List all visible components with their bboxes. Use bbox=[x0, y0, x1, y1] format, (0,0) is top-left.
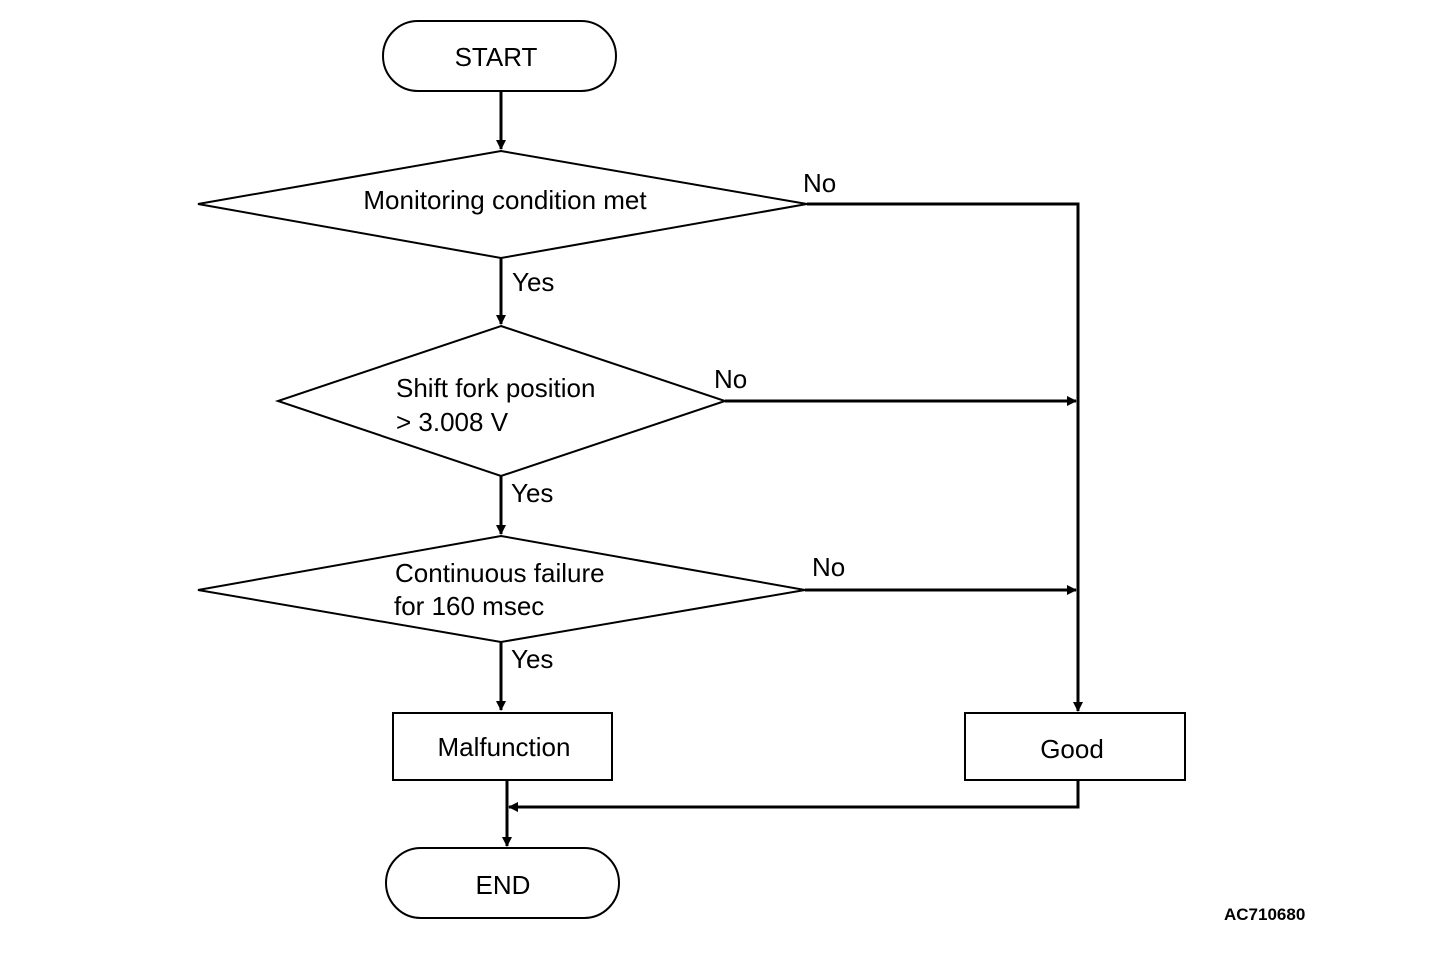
decision-monitoring-label: Monitoring condition met bbox=[363, 185, 647, 215]
start-terminal bbox=[382, 20, 617, 92]
edge-label-no-1: No bbox=[803, 168, 836, 198]
line-good-to-end bbox=[508, 781, 1080, 812]
decision-monitoring-condition bbox=[197, 149, 808, 260]
start-label: START bbox=[455, 42, 538, 72]
decision-shift-label-line2: > 3.008 V bbox=[396, 407, 509, 437]
edge-label-yes-2: Yes bbox=[511, 478, 553, 508]
line-monitoring-no bbox=[807, 202, 1083, 712]
end-terminal bbox=[385, 847, 620, 919]
connectors bbox=[496, 92, 1083, 847]
figure-code: AC710680 bbox=[1224, 905, 1305, 924]
edge-label-yes-1: Yes bbox=[512, 267, 554, 297]
edge-label-no-3: No bbox=[812, 552, 845, 582]
good-label: Good bbox=[1040, 734, 1104, 764]
end-label: END bbox=[476, 870, 531, 900]
decision-continuous-label-line1: Continuous failure bbox=[395, 558, 605, 588]
decision-shift-label-line1: Shift fork position bbox=[396, 373, 595, 403]
decision-shift-fork bbox=[274, 324, 729, 478]
malfunction-label: Malfunction bbox=[438, 732, 571, 762]
edge-label-yes-3: Yes bbox=[511, 644, 553, 674]
edge-label-no-2: No bbox=[714, 364, 747, 394]
good-box bbox=[964, 712, 1186, 781]
decision-continuous-label-line2: for 160 msec bbox=[394, 591, 544, 621]
malfunction-box bbox=[392, 712, 613, 781]
decision-continuous-failure bbox=[197, 534, 806, 644]
